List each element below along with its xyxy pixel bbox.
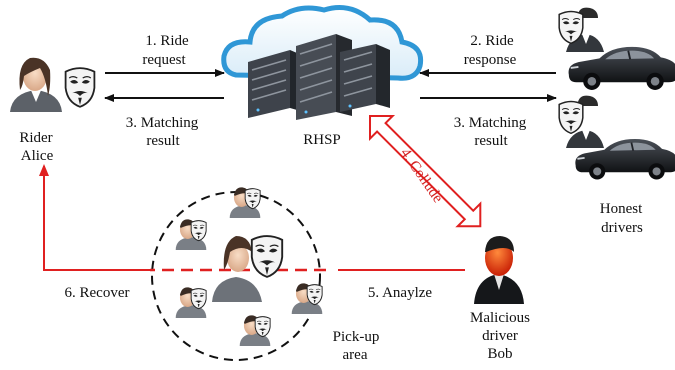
rider-icon bbox=[10, 57, 62, 112]
pickup-label-2: area bbox=[343, 347, 368, 363]
ride-request-label-2: request bbox=[142, 52, 186, 68]
anonymous-mask-icon bbox=[64, 67, 96, 108]
anonymous-user-icon bbox=[240, 315, 271, 346]
malicious-label-3: Bob bbox=[487, 346, 512, 362]
matching-right-label-1: 3. Matching bbox=[454, 115, 527, 131]
ride-request-label-1: 1. Ride bbox=[145, 33, 189, 49]
driver-icon bbox=[558, 7, 604, 52]
ride-response-label-1: 2. Ride bbox=[470, 33, 514, 49]
analyze-label: 5. Anaylze bbox=[368, 285, 432, 301]
rider-label-1: Rider bbox=[19, 130, 52, 146]
malicious-label-2: driver bbox=[482, 328, 518, 344]
collude-arrow bbox=[369, 115, 482, 228]
driver-icon bbox=[558, 95, 604, 148]
anonymous-user-icon bbox=[292, 283, 323, 314]
malicious-label-1: Malicious bbox=[470, 310, 530, 326]
anonymous-user-icon bbox=[176, 219, 207, 250]
matching-left-label-2: result bbox=[146, 133, 180, 149]
recover-label: 6. Recover bbox=[65, 285, 130, 301]
ride-response-label-2: response bbox=[464, 52, 517, 68]
matching-left-label-1: 3. Matching bbox=[126, 115, 199, 131]
pickup-label-1: Pick-up bbox=[333, 329, 380, 345]
rhsp-label: RHSP bbox=[303, 132, 341, 148]
rider-label-2: Alice bbox=[21, 148, 54, 164]
server-cloud-icon bbox=[221, 5, 424, 120]
car-icon bbox=[567, 45, 675, 90]
honest-drivers-label-1: Honest bbox=[600, 201, 643, 217]
honest-drivers-label-2: drivers bbox=[601, 220, 643, 236]
recover-arrow bbox=[39, 164, 150, 271]
malicious-driver-icon bbox=[474, 236, 524, 304]
target-user-icon bbox=[212, 235, 284, 302]
matching-right-label-2: result bbox=[474, 133, 508, 149]
anonymous-user-icon bbox=[176, 287, 207, 318]
